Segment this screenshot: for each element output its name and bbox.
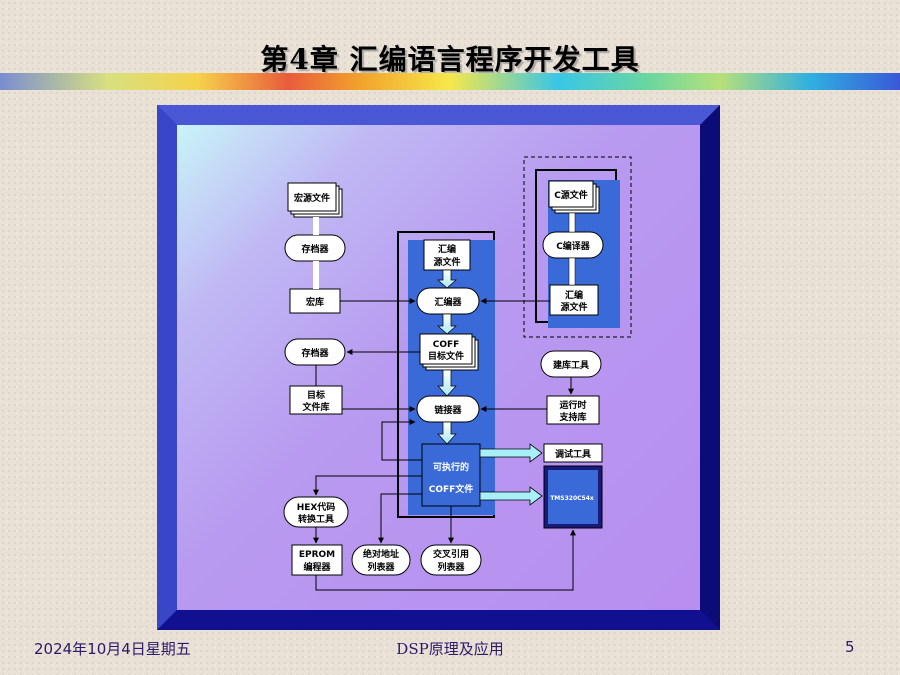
frame-bevel-left xyxy=(157,105,177,630)
c-source-label: C源文件 xyxy=(554,189,588,201)
executable-label-1: 可执行的 xyxy=(433,461,469,473)
cross-reference-lister: 交叉引用 列表器 xyxy=(420,544,482,576)
footer-course-name: DSP原理及应用 xyxy=(396,640,504,658)
linker: 链接器 xyxy=(416,395,480,423)
macro-source-file: 宏源文件 xyxy=(287,182,343,218)
frame-bevel-bottom xyxy=(157,610,720,630)
coff-object-file: COFF 目标文件 xyxy=(419,333,479,371)
target-chip: TMS320C54x xyxy=(543,465,603,529)
debug-tools: 调试工具 xyxy=(543,443,603,463)
abs-lister-label-1: 绝对地址 xyxy=(363,548,399,560)
hex-converter: HEX代码 转换工具 xyxy=(283,496,349,528)
asm-source-label-1: 汇编 xyxy=(438,243,456,255)
assembler-label: 汇编器 xyxy=(434,296,462,308)
executable-label-2: COFF文件 xyxy=(429,483,474,495)
absolute-lister: 绝对地址 列表器 xyxy=(351,544,411,576)
slide-title: 第4章 汇编语言程序开发工具 xyxy=(260,43,640,76)
executable-coff-file: 可执行的 COFF文件 xyxy=(421,443,481,507)
c-asm-source-label-2: 源文件 xyxy=(560,301,587,313)
connector-arrows xyxy=(313,298,576,591)
linker-label: 链接器 xyxy=(434,404,462,416)
debug-tools-label: 调试工具 xyxy=(555,448,591,460)
c-compiler-label: C编译器 xyxy=(556,240,591,252)
c-asm-source-label-1: 汇编 xyxy=(565,289,583,301)
archiver-mid: 存档器 xyxy=(284,338,346,366)
asm-source-label-2: 源文件 xyxy=(433,256,460,268)
object-library-label-2: 文件库 xyxy=(301,401,329,413)
hex-converter-label-2: 转换工具 xyxy=(298,513,334,525)
rainbow-divider xyxy=(0,73,900,90)
library-builder-label: 建库工具 xyxy=(553,359,589,371)
eprom-label-1: EPROM xyxy=(299,550,335,560)
archiver-mid-label: 存档器 xyxy=(301,347,329,359)
central-flow-arrows xyxy=(437,269,457,445)
runtime-support-library: 运行时 支持库 xyxy=(546,395,600,425)
frame-bevel-right xyxy=(700,105,720,630)
page-number: 5 xyxy=(845,638,855,656)
coff-object-label-2: 目标文件 xyxy=(428,350,464,362)
eprom-label-2: 编程器 xyxy=(303,561,331,573)
c-source-file: C源文件 xyxy=(548,180,600,214)
macro-library-label: 宏库 xyxy=(306,296,324,308)
c-flow-highlights xyxy=(568,212,576,286)
abs-lister-label-2: 列表器 xyxy=(367,561,395,573)
target-chip-label: TMS320C54x xyxy=(550,495,594,502)
coff-object-label-1: COFF xyxy=(433,340,460,350)
c-group-dashed-outline xyxy=(523,156,632,338)
xref-lister-label-1: 交叉引用 xyxy=(433,548,469,560)
left-flow-highlights xyxy=(313,217,319,289)
hex-converter-label-1: HEX代码 xyxy=(297,501,336,513)
c-asm-source-file: 汇编 源文件 xyxy=(549,284,599,316)
macro-library: 宏库 xyxy=(289,288,341,314)
c-compiler: C编译器 xyxy=(542,231,604,259)
output-block-arrows xyxy=(479,443,543,506)
asm-source-file: 汇编 源文件 xyxy=(423,239,471,271)
runtime-lib-label-1: 运行时 xyxy=(559,399,586,411)
xref-lister-label-2: 列表器 xyxy=(437,561,465,573)
object-library-label-1: 目标 xyxy=(307,389,325,401)
archiver-top-label: 存档器 xyxy=(301,243,329,255)
object-library: 目标 文件库 xyxy=(289,385,343,415)
frame-bevel-top xyxy=(157,105,720,125)
archiver-top: 存档器 xyxy=(284,234,346,262)
library-builder: 建库工具 xyxy=(540,350,602,378)
eprom-programmer: EPROM 编程器 xyxy=(291,544,343,576)
macro-source-label: 宏源文件 xyxy=(294,192,330,204)
footer-date: 2024年10月4日星期五 xyxy=(34,640,191,658)
runtime-lib-label-2: 支持库 xyxy=(558,411,586,423)
assembler: 汇编器 xyxy=(416,287,480,315)
